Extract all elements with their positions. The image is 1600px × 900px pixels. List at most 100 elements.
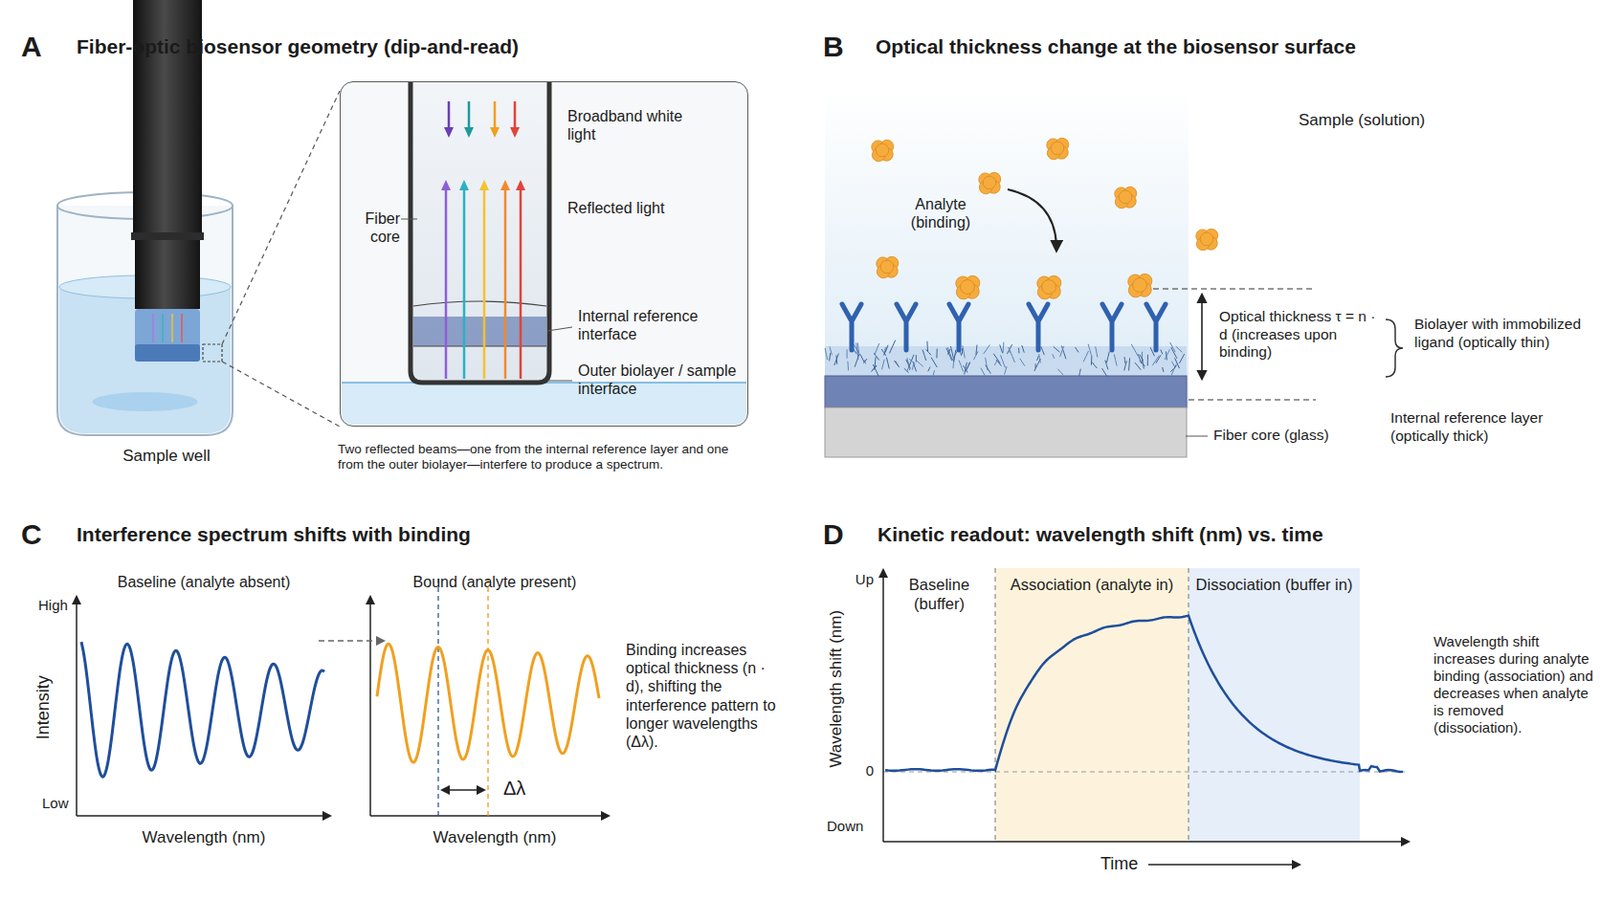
illustration-shape — [960, 280, 976, 295]
illustration-shape — [1000, 355, 1006, 368]
illustration-shape — [1060, 346, 1065, 357]
illustration-shape — [824, 340, 1185, 378]
annotation-label: Optical thickness τ = n · d (increases u… — [1219, 308, 1380, 362]
illustration-shape — [1118, 190, 1133, 204]
annotation-label: Up — [837, 571, 874, 589]
illustration-shape — [976, 345, 978, 356]
illustration-shape — [1028, 304, 1048, 351]
illustration-shape — [1083, 351, 1089, 362]
illustration-shape — [1037, 355, 1040, 361]
illustration-shape — [994, 360, 997, 366]
illustration-shape — [222, 90, 340, 345]
illustration-shape — [1037, 275, 1062, 299]
illustration-shape — [860, 355, 865, 363]
illustration-shape — [1133, 278, 1148, 293]
illustration-shape — [922, 350, 927, 361]
illustration-shape — [824, 348, 828, 360]
illustration-shape — [442, 789, 485, 792]
illustration-shape — [824, 86, 1189, 408]
illustration-shape — [1188, 568, 1190, 843]
annotation-label: Δλ — [503, 777, 526, 800]
illustration-shape — [134, 344, 200, 362]
illustration-shape — [341, 382, 747, 425]
annotation-label: Binding increases optical thickness (n ·… — [625, 641, 787, 752]
illustration-shape — [824, 346, 1187, 378]
axis-title: Wavelength shift (nm) — [826, 593, 846, 785]
illustration-shape — [982, 176, 997, 190]
illustration-shape — [134, 309, 200, 362]
illustration-shape — [180, 313, 183, 343]
illustration-shape — [1113, 354, 1117, 366]
annotation-label: Sample (solution) — [1298, 111, 1425, 131]
illustration-shape — [1124, 356, 1127, 364]
illustration-shape — [1148, 864, 1300, 867]
axis-title: Intensity — [33, 650, 55, 766]
illustration-shape — [161, 313, 164, 343]
phase-band: Association (analyte in) — [995, 568, 1189, 843]
illustration-shape — [400, 219, 418, 221]
illustration-shape — [547, 327, 573, 332]
annotation-label: Down — [826, 818, 864, 836]
illustration-shape — [547, 380, 573, 382]
illustration-shape — [92, 392, 199, 412]
illustration-shape — [1091, 362, 1097, 369]
illustration-shape — [489, 127, 500, 138]
illustration-shape — [1171, 361, 1176, 368]
illustration-shape — [863, 358, 867, 364]
illustration-shape — [954, 350, 956, 363]
illustration-shape — [824, 407, 1187, 458]
illustration-shape — [1114, 186, 1137, 208]
illustration-shape — [1128, 357, 1131, 371]
inset-label: Internal reference interface — [577, 307, 743, 344]
illustration-shape — [134, 240, 200, 310]
illustration-shape — [931, 357, 937, 368]
inset-illustration — [340, 82, 748, 426]
illustration-shape — [835, 355, 838, 364]
illustration-shape — [1053, 346, 1061, 353]
illustration-shape — [1034, 358, 1042, 372]
annotation-label: Wavelength (nm) — [108, 828, 300, 848]
illustration-shape — [413, 316, 547, 347]
annotation-label: Two reflected beams—one from the interna… — [337, 442, 752, 473]
annotation-label: Time — [1100, 854, 1138, 876]
illustration-shape — [504, 189, 508, 379]
illustration-shape — [318, 640, 384, 643]
illustration-shape — [1106, 351, 1110, 363]
illustration-shape — [447, 101, 451, 129]
illustration-shape — [1141, 357, 1144, 369]
illustration-shape — [1134, 362, 1141, 371]
illustration-shape — [222, 361, 340, 427]
illustration-shape — [459, 179, 469, 191]
illustration-shape — [1153, 288, 1316, 289]
illustration-shape — [893, 360, 899, 368]
illustration-shape — [377, 644, 600, 763]
illustration-shape — [1178, 354, 1184, 364]
illustration-shape — [483, 189, 487, 379]
inset-label: Reflected light — [567, 199, 683, 218]
illustration-shape — [1050, 141, 1065, 156]
illustration-shape — [81, 642, 325, 778]
illustration-shape — [1090, 355, 1092, 366]
illustration-shape — [1018, 348, 1021, 355]
illustration-shape — [1020, 358, 1025, 367]
illustration-shape — [76, 815, 331, 818]
annotation-label: Biolayer with immobilized ligand (optica… — [1414, 315, 1587, 352]
illustration-shape — [131, 232, 204, 241]
illustration-shape — [1008, 347, 1011, 354]
illustration-shape — [980, 368, 985, 377]
illustration-shape — [881, 359, 885, 371]
illustration-shape — [907, 365, 911, 372]
illustration-shape — [926, 349, 932, 356]
illustration-shape — [995, 568, 997, 843]
annotation-label: Wavelength (nm) — [399, 828, 591, 848]
panel-letter: B — [822, 29, 845, 65]
illustration-shape — [854, 354, 860, 368]
illustration-shape — [510, 127, 520, 138]
illustration-shape — [1042, 280, 1057, 295]
biosensor-surface — [824, 86, 1403, 458]
illustration-shape — [1160, 350, 1163, 356]
spectrum-plots — [76, 578, 609, 817]
illustration-shape — [413, 345, 547, 347]
illustration-shape — [441, 179, 451, 191]
